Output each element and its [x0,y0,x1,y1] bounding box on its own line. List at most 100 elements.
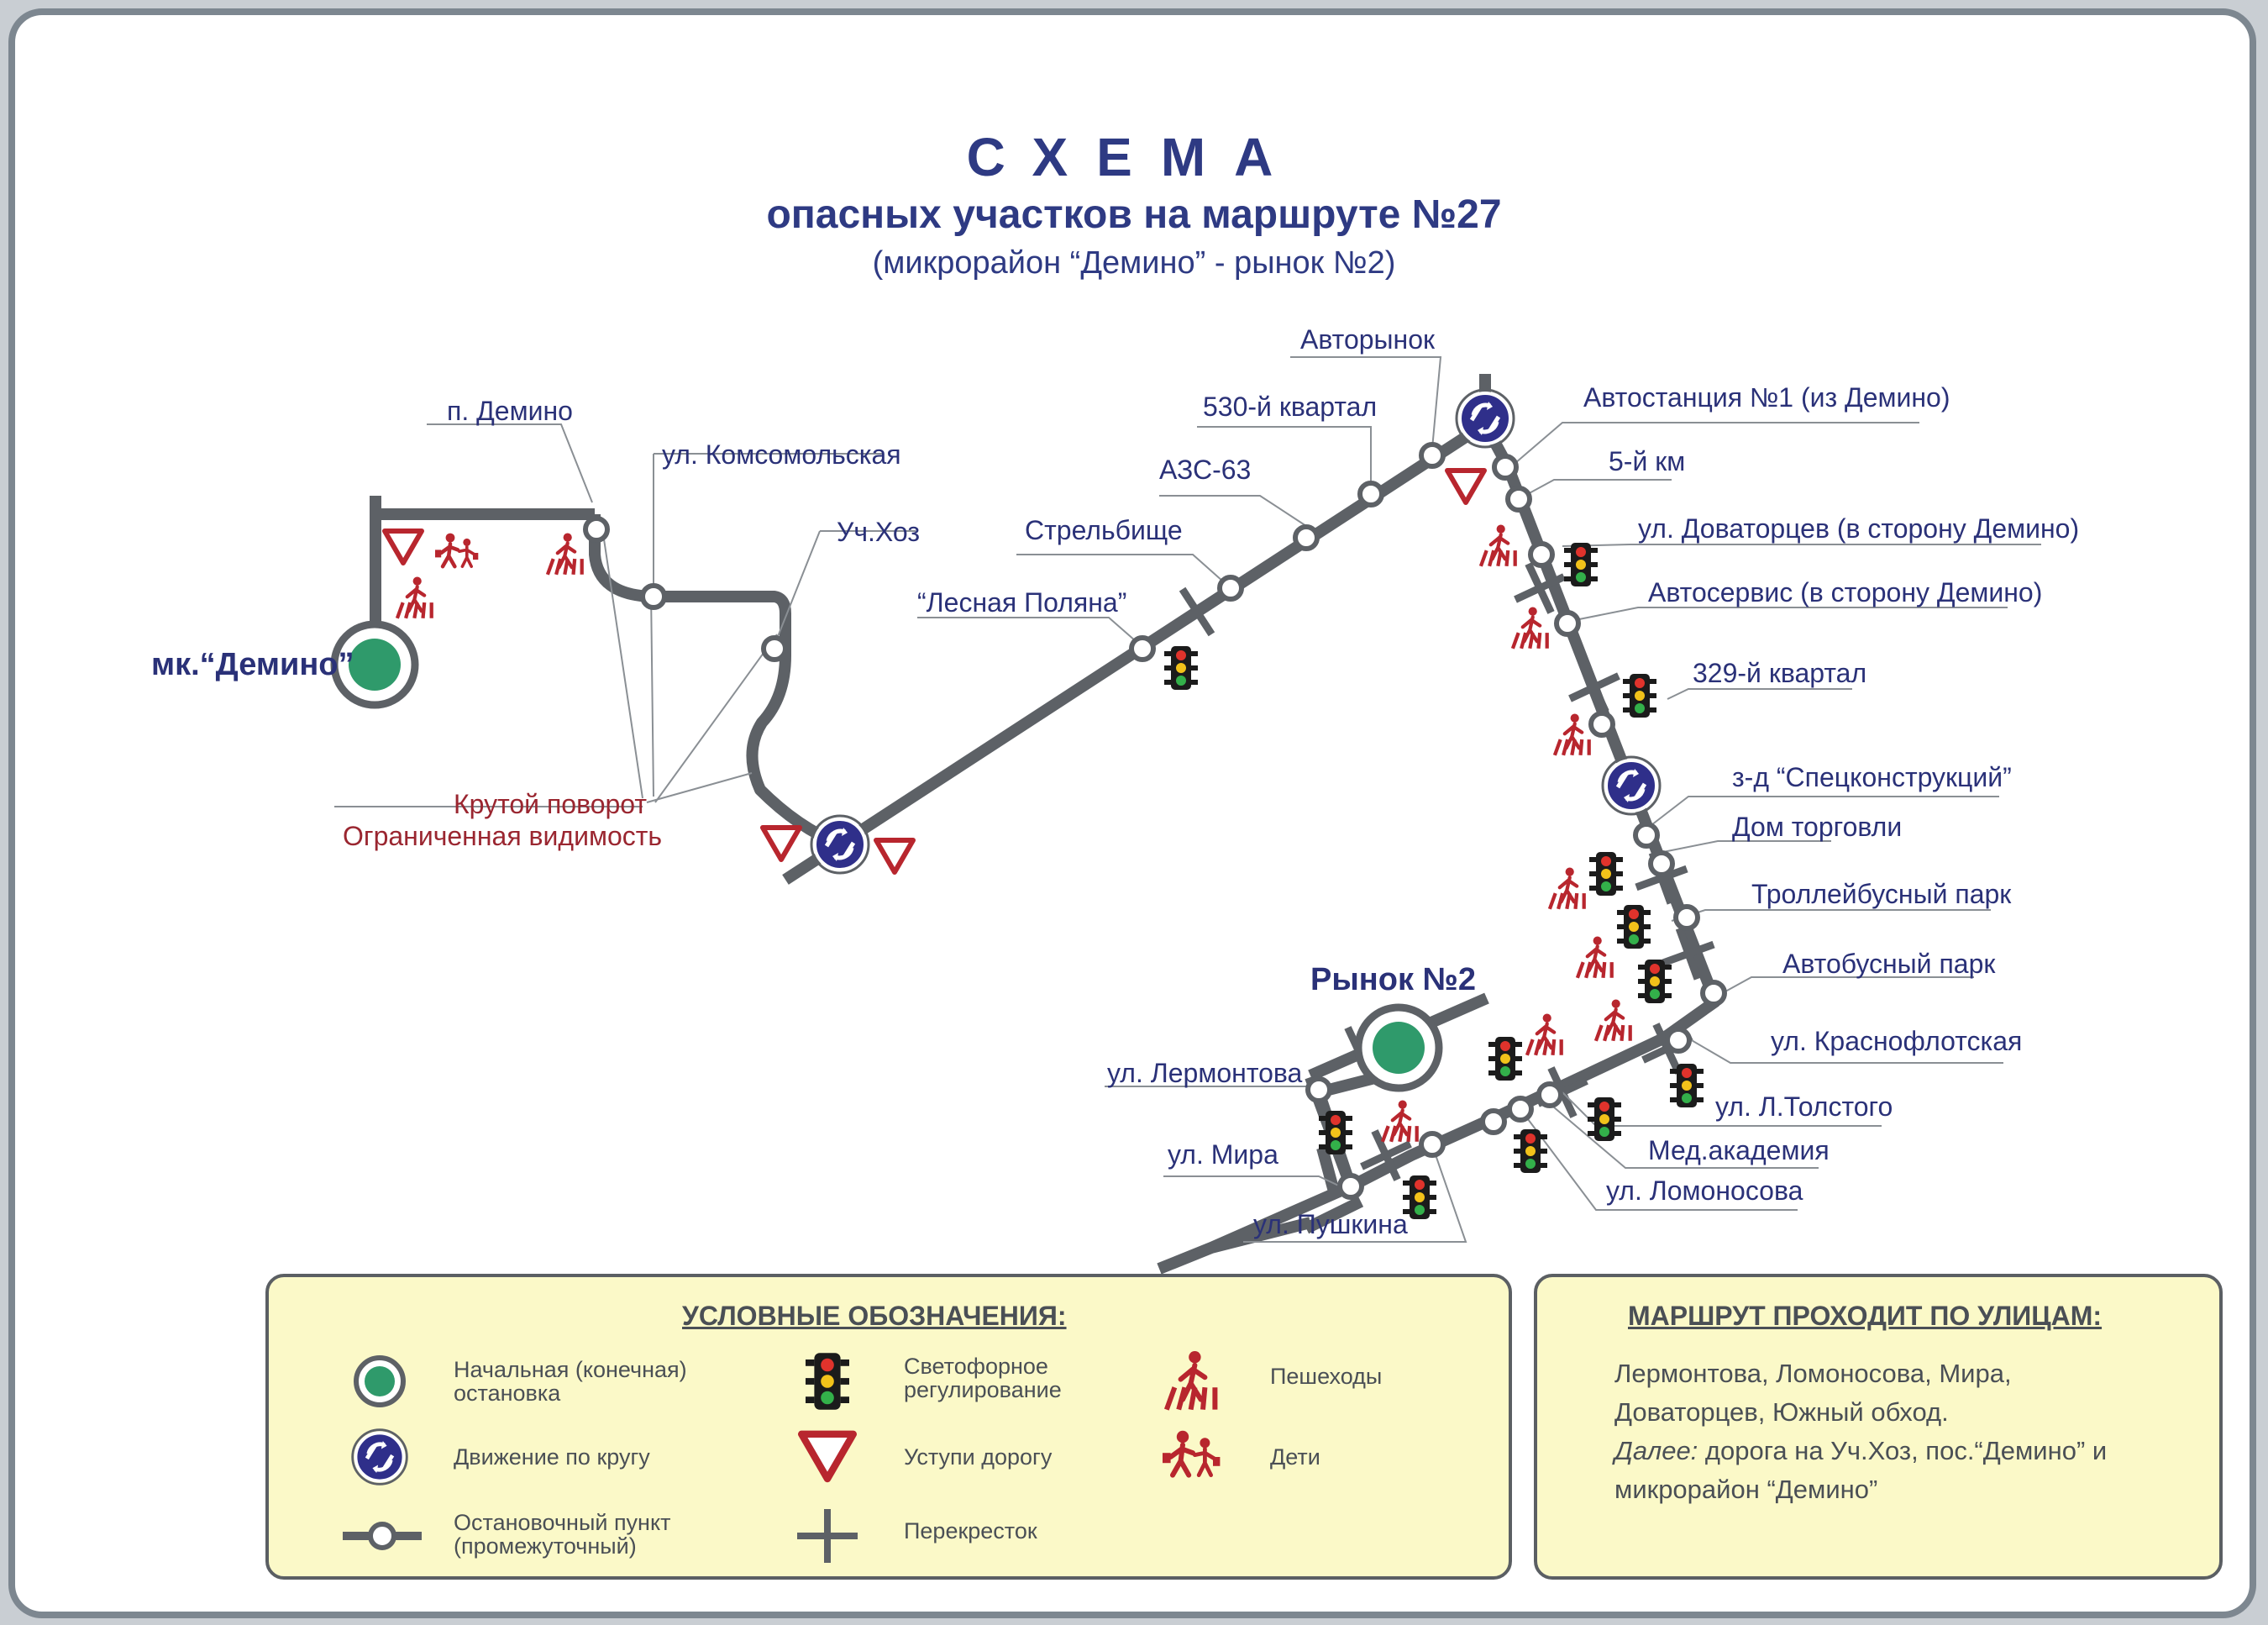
pedestrian-icon [397,577,432,618]
legend-stop-text: Остановочный пункт (промежуточный) [454,1511,670,1558]
terminal-rynok-label: Рынок №2 [1310,962,1476,997]
label-mira: ул. Мира [1168,1139,1278,1170]
legend-roundabout-icon [346,1423,413,1491]
poster-title: СХЕМА [966,127,1302,187]
stop-lermontova [1308,1079,1330,1101]
legend-yield-text: Уступи дорогу [904,1444,1053,1470]
label-limited-visibility: Ограниченная видимость [343,821,662,851]
crossroads [1160,552,1723,1191]
label-329: 329-й квартал [1693,658,1866,688]
roundabout-specstroy [1603,757,1660,814]
stop-lesnaya [1131,638,1153,660]
stop-p-demino [585,518,607,540]
legend-panel: УСЛОВНЫЕ ОБОЗНАЧЕНИЯ: Начальная (конечна… [265,1274,1512,1580]
yield-sign-icon [763,828,800,860]
stop-avtorynok [1421,444,1443,466]
traffic-light-icon [1164,646,1198,690]
pedestrian-icon [1578,937,1612,978]
stop-krasnoflotskaya [1667,1029,1689,1051]
label-530: 530-й квартал [1203,392,1377,422]
legend-terminal-line2: остановка [454,1380,561,1406]
traffic-light-icon [1403,1175,1436,1219]
legend-roundabout-text: Движение по кругу [454,1444,650,1470]
traffic-light-icon [1564,543,1598,586]
stop-avtostanciya [1494,456,1516,478]
pedestrian-icon [1596,1000,1630,1041]
legend-pedestrian-text: Пешеходы [1270,1364,1383,1389]
stop-azs [1295,527,1317,549]
legend-traffic-light-line2: регулирование [904,1377,1062,1402]
stop-bus-park [1703,982,1725,1004]
label-dom-torgovli: Дом торговли [1732,812,1902,842]
traffic-light-icon [1514,1129,1547,1173]
traffic-light-icon [1670,1064,1704,1107]
terminal-demino-label: мк.“Демино” [151,647,354,682]
label-tolstogo: ул. Л.Толстого [1715,1091,1893,1122]
route-line-3-text: дорога на Уч.Хоз, пос.“Демино” и [1698,1436,2108,1465]
label-p-demino: п. Демино [447,396,573,426]
label-lesnaya: “Лесная Поляна” [917,587,1126,618]
legend-yield-icon [794,1423,861,1491]
pedestrian-icon [1550,868,1584,909]
legend-children-icon [1155,1422,1231,1489]
legend-stop-line1: Остановочный пункт [454,1510,671,1535]
legend-traffic-light-line1: Светофорное [904,1354,1048,1379]
leader-lines [334,356,2041,1243]
traffic-light-icon [1589,852,1623,896]
label-5km: 5-й км [1609,446,1685,476]
pedestrian-icon [548,534,582,575]
route-line-4: микрорайон “Демино” [1614,1475,1878,1504]
label-avtoservis: Автосервис (в сторону Демино) [1648,577,2042,607]
label-strelbishche: Стрельбище [1025,515,1183,545]
pedestrian-icon [1481,525,1515,566]
traffic-light-icon [1623,674,1656,718]
yield-sign-icon [385,531,422,563]
label-lomonosova: ул. Ломоносова [1606,1175,1803,1206]
stop-trolleybus [1676,907,1698,928]
stop-329 [1591,713,1613,735]
stop-avtoservis [1557,613,1578,634]
stop-mira [1340,1175,1362,1197]
route-line-1: Лермонтова, Ломоносова, Мира, [1614,1359,2012,1388]
legend-children-text: Дети [1270,1444,1320,1470]
stop-530 [1360,483,1382,505]
legend-title: УСЛОВНЫЕ ОБОЗНАЧЕНИЯ: [682,1301,1067,1331]
pedestrian-icon [1383,1101,1417,1142]
stop-pushkina [1421,1133,1443,1155]
roundabout-west [811,816,869,873]
pedestrian-icon [1513,607,1547,649]
roundabout-avtorynok [1457,390,1514,447]
stop-dovatorcev [1530,544,1552,565]
legend-traffic-light-text: Светофорное регулирование [904,1354,1062,1401]
route-title: МАРШРУТ ПРОХОДИТ ПО УЛИЦАМ: [1628,1301,2103,1331]
route-line-3-prefix: Далее: [1614,1436,1698,1465]
legend-traffic-light-icon [806,1353,849,1410]
children-sign-icon [435,534,478,567]
stop-strelbishche [1220,577,1242,599]
traffic-lights [1164,543,1704,1219]
legend-stop-icon [343,1522,422,1550]
label-avtostanciya: Автостанция №1 (из Демино) [1583,382,1950,413]
traffic-light-icon [1319,1111,1352,1154]
yield-sign-icon [1447,471,1484,502]
terminal-rynok [1358,1007,1439,1088]
legend-crossroad-text: Перекресток [904,1518,1037,1543]
stop-specstroy [1651,853,1672,875]
legend-pedestrian-icon [1151,1348,1235,1415]
label-bus-park: Автобусный парк [1782,949,1996,979]
label-pushkina: ул. Пушкина [1253,1209,1408,1239]
road-west [589,514,843,850]
traffic-light-icon [1617,905,1651,949]
legend-terminal-icon [354,1355,406,1407]
route-description: Лермонтова, Ломоносова, Мира, Доваторцев… [1614,1354,2202,1509]
stop-dom-torgovli [1635,824,1657,846]
traffic-light-icon [1638,960,1672,1003]
stop-med-akademiya [1509,1098,1531,1120]
label-lermontova: ул. Лермонтова [1107,1058,1303,1088]
yield-sign-icon [876,840,913,872]
route-line-2: Доваторцев, Южный обход. [1614,1397,1949,1427]
label-med-akademiya: Мед.академия [1648,1135,1830,1165]
map-labels: мк.“Демино” Рынок №2 п. Демино ул. Комсо… [151,324,2079,1239]
stop-tolstogo [1539,1084,1561,1106]
